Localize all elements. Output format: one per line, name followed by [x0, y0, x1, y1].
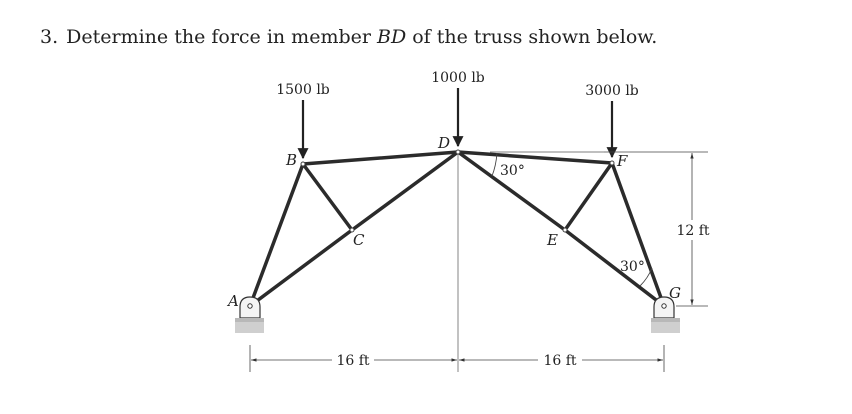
joint-label-f: F — [616, 152, 628, 170]
member-ab — [248, 162, 305, 308]
member-eg — [563, 228, 666, 308]
joint-label-g: G — [669, 284, 681, 302]
load-label-f: 3000 lb — [585, 83, 639, 99]
dim-label-height: 12 ft — [676, 223, 709, 239]
member-cd — [350, 150, 460, 232]
dim-label-right-span: 16 ft — [543, 353, 576, 369]
problem-number: 3. — [40, 26, 59, 48]
joint-c-pin — [349, 227, 355, 233]
dim-label-left-span: 16 ft — [336, 353, 369, 369]
pin-support-g — [651, 296, 680, 333]
member-bd — [301, 150, 460, 166]
member-ef — [563, 161, 614, 232]
angle-label-d: 30° — [500, 163, 525, 179]
joint-label-c: C — [353, 231, 365, 249]
member-fg — [610, 161, 666, 308]
angle-arc-d — [491, 152, 498, 177]
angle-label-g: 30° — [620, 259, 645, 275]
joint-e-pin — [562, 227, 568, 233]
joint-label-a: A — [226, 292, 239, 310]
member-bc — [301, 162, 354, 232]
member-label: BD — [377, 26, 407, 48]
load-label-b: 1500 lb — [276, 82, 330, 98]
problem-statement: 3. Determine the force in member BD of th… — [40, 26, 657, 48]
joint-d-pin — [455, 149, 461, 155]
load-label-d: 1000 lb — [431, 70, 485, 86]
problem-text-end: of the truss shown below. — [406, 26, 658, 48]
member-ac — [248, 228, 354, 308]
joint-b-pin — [300, 161, 306, 167]
member-df — [456, 150, 614, 165]
joint-label-e: E — [546, 231, 558, 249]
joint-label-b: B — [285, 151, 297, 169]
angle-arc-g — [639, 267, 653, 287]
problem-text-start: Determine the force in member — [66, 26, 377, 48]
joint-label-d: D — [437, 134, 450, 152]
joint-f-pin — [609, 160, 615, 166]
pin-support-a — [235, 296, 264, 333]
member-de — [456, 150, 567, 232]
